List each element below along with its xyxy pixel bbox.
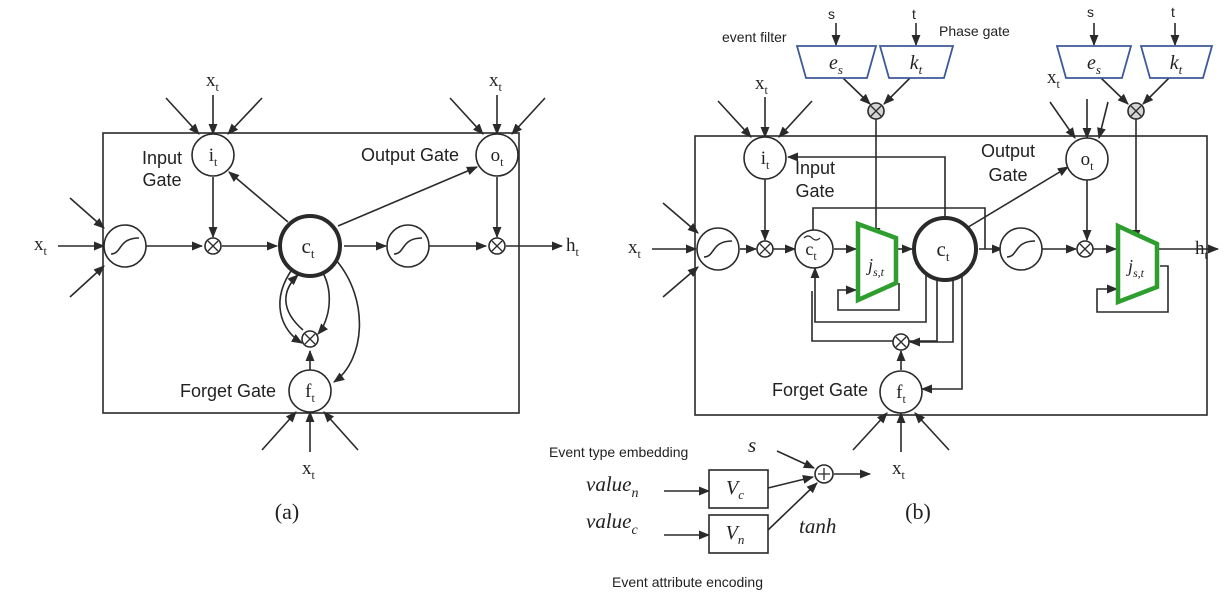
- top-s-input-2: s: [1087, 4, 1094, 20]
- panel-b-cell-node: [912, 216, 978, 282]
- panel-a-c-label: ct: [302, 234, 315, 261]
- panel-b-candidate-label: ct: [805, 239, 817, 263]
- panel-a-caption: (a): [275, 499, 299, 524]
- panel-a: [58, 95, 564, 452]
- panel-a-forget-gate-label: Forget Gate: [180, 381, 276, 401]
- phase-gate-kt-box-2: [1139, 45, 1214, 79]
- phase-gate-label: Phase gate: [939, 23, 1010, 39]
- vn-label: Vn: [726, 522, 745, 547]
- panel-a-x-top-output: xt: [489, 70, 503, 94]
- vc-label: Vc: [726, 477, 744, 502]
- panel-b-x-bottom: xt: [892, 458, 906, 482]
- panel-b-output-squash: [999, 227, 1043, 271]
- panel-a-o-label: ot: [491, 145, 505, 169]
- panel-b-input-gate-node: [743, 136, 787, 180]
- multiply-icon: [870, 105, 882, 117]
- embedding-s-input: s: [748, 433, 756, 457]
- time-gate-j-1: [855, 220, 899, 304]
- panel-a-forget-gate-node: [288, 369, 332, 413]
- multiply-icon: [759, 243, 771, 255]
- panel-b-output-gate-node: [1065, 137, 1109, 181]
- event-filter-label: event filter: [722, 29, 787, 45]
- multiply-icon: [1079, 243, 1091, 255]
- vc-box: [708, 469, 769, 509]
- panel-b-h-output: ht: [1195, 238, 1209, 262]
- panel-b-x-left: xt: [628, 237, 642, 261]
- es-label-1: es: [829, 52, 843, 77]
- event-attribute-encoding-label: Event attribute encoding: [612, 574, 763, 590]
- panel-a-h-output: ht: [566, 235, 580, 259]
- panel-b-input-squash: [696, 227, 740, 271]
- panel-a-output-gate-label: Output Gate: [361, 145, 459, 165]
- panel-a-x-left: xt: [34, 234, 48, 258]
- sigmoid-icon: [393, 237, 423, 255]
- tilde-icon: [803, 235, 821, 241]
- event-filter-es-box: [795, 45, 878, 79]
- panel-a-x-top-input: xt: [206, 70, 220, 94]
- multiply-icon: [207, 240, 219, 252]
- top-t-input-2: t: [1171, 4, 1175, 20]
- event-type-embedding-label: Event type embedding: [549, 444, 688, 460]
- panel-a-output-gate-node: [475, 133, 519, 177]
- top-t-input-1: t: [912, 6, 916, 22]
- es-label-2: es: [1087, 52, 1101, 77]
- panel-b-c-label: ct: [937, 237, 950, 264]
- panel-b-i-label: it: [761, 148, 770, 172]
- value-n-label: valuen: [586, 472, 638, 501]
- panel-a-f-label: ft: [305, 381, 315, 405]
- panel-b-f-label: ft: [896, 382, 906, 406]
- j-label-1: js,t: [866, 255, 885, 279]
- plus-icon: [818, 468, 830, 480]
- panel-b-x-top-input: xt: [755, 73, 769, 97]
- value-c-label: valuec: [586, 509, 638, 538]
- multiply-icon: [304, 333, 316, 345]
- panel-a-i-label: it: [209, 145, 218, 169]
- multiply-icon: [895, 336, 907, 348]
- multiply-icon: [1130, 105, 1142, 117]
- j-label-2: js,t: [1126, 256, 1145, 280]
- panel-b: [652, 23, 1220, 540]
- tanh-label: tanh: [799, 514, 836, 538]
- sigmoid-icon: [1006, 240, 1036, 258]
- panel-a-output-squash: [386, 224, 430, 268]
- top-s-input-1: s: [828, 6, 835, 22]
- panel-b-candidate-node: [794, 229, 834, 269]
- panel-a-cell-node: [278, 214, 342, 278]
- panel-a-input-squash: [103, 224, 147, 268]
- sigmoid-icon: [110, 237, 140, 255]
- panel-a-input-gate-node: [191, 133, 235, 177]
- sigmoid-icon: [703, 240, 733, 258]
- kt-label-1: kt: [910, 52, 923, 77]
- time-gate-j-2: [1115, 222, 1160, 306]
- kt-label-2: kt: [1170, 52, 1183, 77]
- panel-b-forget-gate-label: Forget Gate: [772, 380, 868, 400]
- event-filter-es-box-2: [1055, 45, 1133, 79]
- panel-b-o-label: ot: [1081, 149, 1095, 173]
- panel-b-x-top-output: xt: [1047, 67, 1061, 91]
- vn-box: [708, 514, 769, 554]
- panel-a-x-bottom: xt: [302, 458, 316, 482]
- multiply-icon: [491, 240, 503, 252]
- phase-gate-kt-box: [878, 45, 955, 79]
- panel-b-caption: (b): [905, 499, 931, 524]
- panel-b-forget-gate-node: [879, 370, 923, 414]
